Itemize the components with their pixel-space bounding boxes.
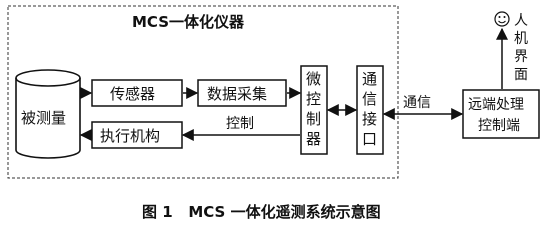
mcu-box [300,65,328,155]
instrument-label: MCS一体化仪器 [132,13,245,31]
actuator-label: 执行机构 [100,127,160,145]
remote-label-line1: 远端处理 [468,97,524,113]
hmi-char: 面 [514,67,528,83]
acquisition-box [197,79,287,107]
sensor-label: 传感器 [110,85,155,103]
comm-label: 通信 [403,95,431,111]
system-diagram: MCS一体化仪器 被测量 传感器 数据采集 执行机构 微 控 制 器 通 信 接… [7,5,540,221]
acquisition-label: 数据采集 [207,85,267,103]
comm-interface-char: 接 [362,110,377,128]
control-label: 控制 [226,116,254,132]
figure-caption: 图 1 MCS 一体化遥测系统示意图 [142,203,381,221]
mcu-char: 微 [306,70,321,88]
comm-interface-char: 信 [362,90,377,108]
remote-label-line2: 控制端 [478,118,520,134]
measured-object: 被测量 [15,69,81,159]
instrument-boundary [7,5,399,179]
mcu-char: 器 [306,130,321,148]
measured-object-label: 被测量 [21,109,66,127]
mcu-char: 控 [306,90,321,108]
mcu-char: 制 [306,110,321,128]
hmi-char: 界 [514,49,528,65]
hmi-char: 机 [514,31,528,47]
hmi-char: 人 [514,13,528,29]
smiley-icon [494,11,510,27]
comm-interface-char: 通 [362,70,377,88]
comm-interface-char: 口 [362,130,377,148]
